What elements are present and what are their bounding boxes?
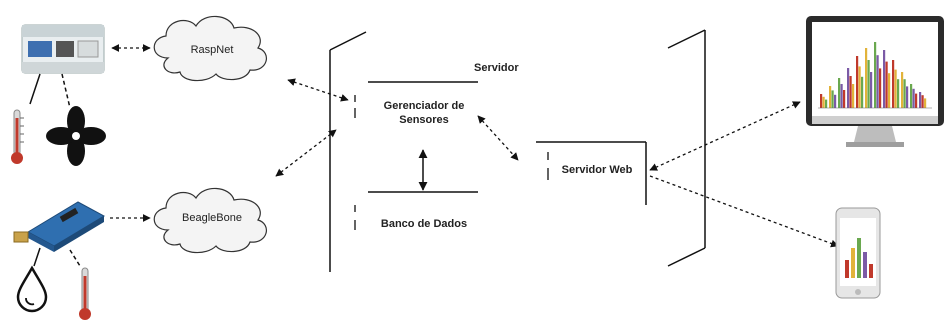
monitor-chart-bar	[919, 92, 922, 108]
monitor-chart-bar	[865, 48, 868, 108]
monitor-chart-bar	[856, 56, 859, 108]
monitor-chart-bar	[885, 61, 888, 108]
monitor-chart-bar	[825, 99, 828, 108]
meter-to-fan-link	[61, 73, 71, 109]
cloud-bottom-icon	[153, 187, 267, 254]
phone-chart-bar	[869, 264, 873, 278]
phone-chart-bar	[851, 248, 855, 278]
monitor-chart-bar	[892, 60, 895, 108]
monitor-chart-bar	[901, 72, 904, 108]
sensor-manager-label-1: Gerenciador de	[383, 100, 465, 112]
water-drop-icon	[16, 265, 48, 313]
phone-chart-bar	[857, 238, 861, 278]
board-to-drop-link	[33, 247, 41, 267]
cloud-bottom-server-arrow	[275, 129, 337, 177]
fan-icon	[46, 106, 106, 166]
database-label: Banco de Dados	[380, 218, 468, 230]
monitor-chart-bar	[822, 96, 825, 108]
webserver-phone-arrow	[649, 175, 839, 248]
server-title: Servidor	[474, 62, 519, 74]
phone-chart-icon	[835, 207, 881, 299]
monitor-chart-bar	[894, 69, 897, 108]
monitor-chart-bar	[831, 90, 834, 108]
monitor-chart-bar	[867, 60, 870, 108]
thermometer-bottom-icon	[79, 267, 91, 320]
phone-chart-bar	[863, 252, 867, 278]
cloud-top-label: RaspNet	[190, 44, 234, 56]
monitor-chart-bar	[847, 68, 850, 108]
monitor-chart-bar	[829, 86, 832, 108]
meter-to-thermo-link	[29, 73, 41, 105]
board-to-thermo-link	[69, 249, 81, 267]
monitor-chart-bar	[861, 76, 864, 108]
monitor-chart-bar	[903, 79, 906, 108]
monitor-chart-bar	[883, 50, 886, 108]
monitor-chart-bar	[906, 86, 909, 108]
monitor-chart-bar	[838, 78, 841, 108]
monitor-chart-bar	[840, 84, 843, 108]
monitor-chart-bar	[912, 88, 915, 108]
cloud-top-server-arrow	[287, 78, 349, 102]
manager-webserver-arrow	[477, 115, 519, 161]
thermometer-top-icon	[11, 109, 24, 164]
monitor-chart-bar	[888, 73, 891, 108]
monitor-chart-bar	[915, 93, 918, 108]
monitor-chart-bar	[820, 94, 823, 108]
monitor-chart-bar	[910, 84, 913, 108]
monitor-chart-bar	[834, 94, 837, 108]
monitor-chart-bar	[897, 79, 900, 108]
phone-chart-bar	[845, 260, 849, 278]
cloud-bottom-label: BeagleBone	[182, 212, 242, 224]
monitor-chart-bar	[876, 55, 879, 108]
monitor-chart-bar	[852, 84, 855, 108]
cloud-top-icon	[153, 15, 267, 82]
arduino-board-icon	[13, 201, 106, 252]
webserver-label: Servidor Web	[561, 164, 633, 176]
monitor-chart-bar	[870, 72, 873, 108]
webserver-monitor-arrow	[649, 101, 801, 171]
monitor-chart-bar	[879, 68, 882, 108]
monitor-chart-bar	[921, 95, 924, 108]
monitor-chart-bar	[858, 66, 861, 108]
sensor-manager-label-2: Sensores	[399, 114, 449, 126]
monitor-chart-bar	[843, 90, 846, 108]
monitor-chart-icon	[806, 16, 944, 147]
monitor-chart-bar	[849, 76, 852, 108]
monitor-chart-bar	[924, 98, 927, 108]
energy-meter-icon	[21, 24, 105, 74]
monitor-chart-bar	[874, 42, 877, 108]
